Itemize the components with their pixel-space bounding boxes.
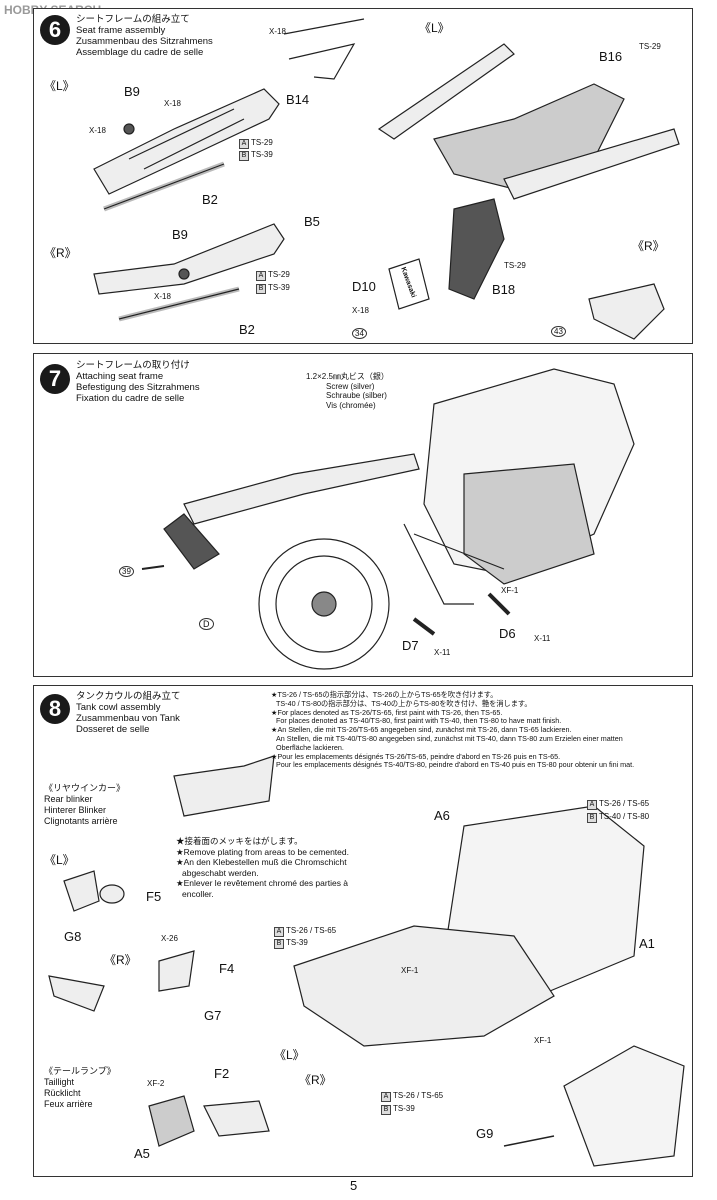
label-R: 《R》 (44, 246, 77, 260)
part-G7: G7 (204, 1008, 222, 1023)
part-G8: G8 (64, 929, 82, 944)
cement-x18: X-18 (89, 126, 106, 135)
step7-number: 7 (40, 364, 70, 394)
part-F5: F5 (146, 889, 162, 904)
part-B16: B16 (599, 49, 623, 64)
paint-ts29-b16: TS-29 (639, 42, 661, 51)
label-R-cowl: 《R》 (299, 1073, 332, 1087)
paint-ts29-b18: TS-29 (504, 261, 526, 270)
part-A1: A1 (639, 936, 655, 951)
decal-34: 34 (352, 328, 367, 339)
step6-drawing (93, 18, 680, 340)
part-F4: F4 (219, 961, 235, 976)
decal-43: 43 (551, 326, 566, 337)
label-L: 《L》 (44, 79, 75, 93)
part-B9-r: B9 (172, 227, 188, 242)
step7-panel: 7 シートフレームの取り付け Attaching seat frame Befe… (33, 353, 693, 677)
part-A5: A5 (134, 1146, 150, 1161)
part-D7: D7 (402, 638, 419, 653)
cement-x18: X-18 (164, 99, 181, 108)
label-L-cowl: 《L》 (274, 1048, 305, 1062)
cement-x18: X-18 (352, 306, 369, 315)
part-G9: G9 (476, 1126, 494, 1141)
part-B14: B14 (286, 92, 310, 107)
step6-number: 6 (40, 15, 70, 45)
cement-x18: X-18 (269, 27, 286, 36)
label-R-right: 《R》 (632, 239, 665, 253)
part-D: D (199, 618, 214, 630)
part-B2: B2 (202, 192, 218, 207)
step8-title: タンクカウルの組み立て Tank cowl assembly Zusammenb… (76, 691, 181, 735)
cement-x11: X-11 (434, 648, 451, 657)
step8-number: 8 (40, 694, 70, 724)
cement-x18: X-18 (154, 292, 171, 301)
step7-drawing (141, 368, 635, 670)
paint-xf1: XF-1 (534, 1036, 552, 1045)
step8-panel: 8 タンクカウルの組み立て Tank cowl assembly Zusamme… (33, 685, 693, 1177)
part-B9: B9 (124, 84, 140, 99)
decal-39: 39 (119, 566, 134, 577)
cement-x26: X-26 (161, 934, 178, 943)
taillight-heading: 《テールランプ》 Taillight Rücklicht Feux arrièr… (44, 1066, 116, 1109)
screw-note: 1.2×2.5㎜丸ビス（銀） Screw (silver) Schraube (… (306, 372, 389, 410)
plating-notes: ★接着面のメッキをはがします。 ★Remove plating from are… (176, 836, 349, 899)
part-D10: D10 (352, 279, 376, 294)
label-R: 《R》 (104, 953, 137, 967)
step6-title: シートフレームの組み立て Seat frame assembly Zusamme… (76, 14, 213, 58)
part-B18: B18 (492, 282, 516, 297)
cement-x11: X-11 (534, 634, 551, 643)
part-B5: B5 (304, 214, 320, 229)
paint-xf1: XF-1 (501, 586, 519, 595)
part-D6: D6 (499, 626, 516, 641)
paint-xf2: XF-2 (147, 1079, 165, 1088)
label-L-right: 《L》 (419, 21, 450, 35)
paint-xf1: XF-1 (401, 966, 419, 975)
part-B2-r: B2 (239, 322, 255, 337)
part-A6: A6 (434, 808, 450, 823)
part-F2: F2 (214, 1066, 230, 1081)
label-L: 《L》 (44, 853, 75, 867)
step6-panel: 6 シートフレームの組み立て Seat frame assembly Zusam… (33, 8, 693, 344)
page-number: 5 (350, 1178, 358, 1193)
step7-title: シートフレームの取り付け Attaching seat frame Befest… (76, 360, 200, 404)
rear-blinker-heading: 《リヤウインカー》 Rear blinker Hinterer Blinker … (44, 783, 126, 826)
paint-notes: ★TS-26 / TS-65の指示部分は、TS-26の上からTS-65を吹き付け… (271, 690, 635, 770)
step8-drawing (48, 755, 685, 1167)
